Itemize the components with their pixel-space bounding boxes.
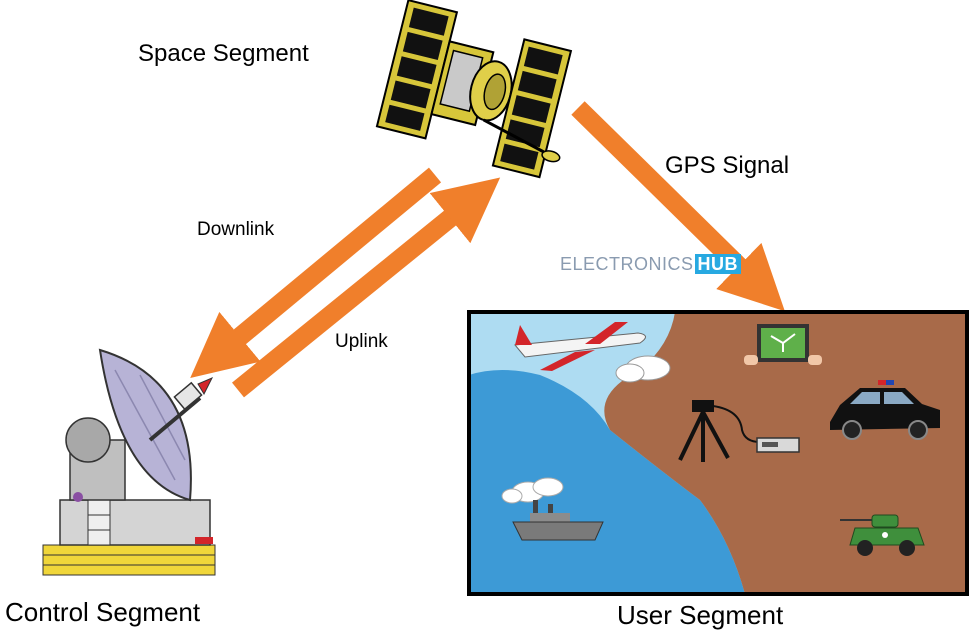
ship-icon xyxy=(501,477,604,541)
uplink-label: Uplink xyxy=(335,331,388,352)
user-segment-label: User Segment xyxy=(617,600,784,630)
military-vehicle-icon xyxy=(840,514,925,556)
control-segment-label: Control Segment xyxy=(5,597,201,627)
uplink-arrow xyxy=(232,177,501,398)
gps-signal-label: GPS Signal xyxy=(665,152,790,179)
space-segment-label: Space Segment xyxy=(138,40,309,67)
downlink-arrow xyxy=(190,167,442,378)
tablet-map-icon xyxy=(744,324,822,365)
satellite-dish-icon xyxy=(42,348,216,576)
satellite-icon xyxy=(375,0,573,179)
police-car-icon xyxy=(830,380,940,440)
watermark-part1: ELECTRONICS xyxy=(560,254,694,274)
watermark-part2: HUB xyxy=(694,254,742,274)
downlink-label: Downlink xyxy=(197,219,275,240)
airplane-icon xyxy=(514,322,671,383)
tripod-receiver-icon xyxy=(678,400,800,462)
gps-signal-arrow xyxy=(571,101,785,312)
